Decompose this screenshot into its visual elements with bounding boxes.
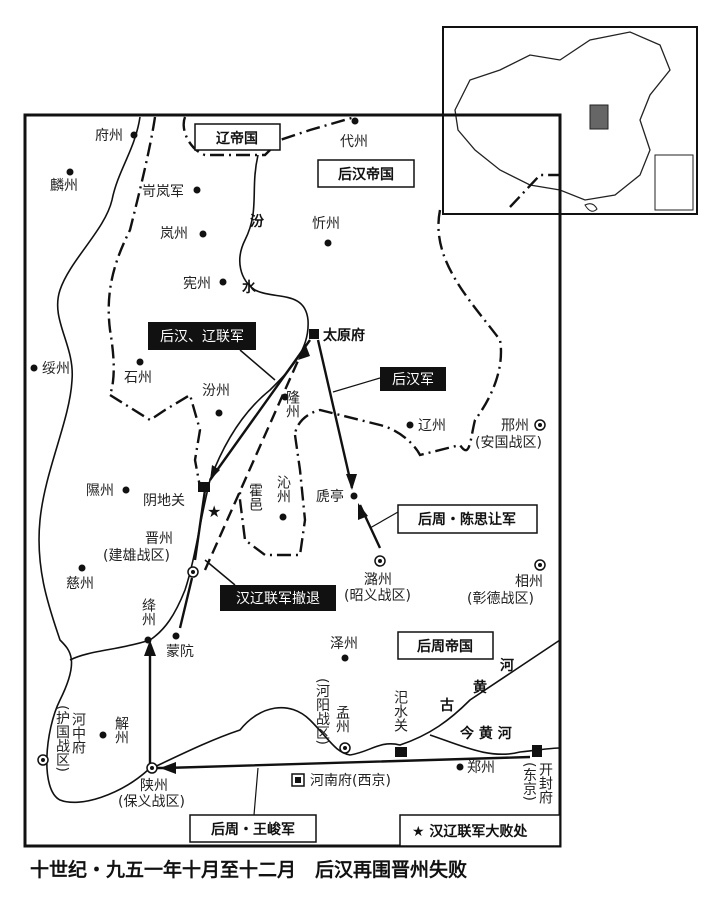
place-mengzhou-sub: (河阳战区) — [314, 678, 330, 745]
place-cizhou: 慈州 — [66, 576, 94, 592]
place-siting: 虒亭 — [316, 488, 344, 505]
place-jinzhou: 晋州 — [145, 531, 173, 547]
place-xiangzhou: 相州 — [515, 574, 543, 590]
place-kelanjun: 岢岚军 — [142, 184, 184, 200]
place-shanzhou-sub: (保义战区) — [118, 794, 185, 810]
region-liao: 辽帝国 — [216, 130, 258, 147]
army-han-liao-label: 后汉、辽联军 — [160, 329, 244, 345]
place-jinzhou-sub: (建雄战区) — [103, 548, 170, 564]
place-xingzhou-sub: (安国战区) — [475, 435, 542, 451]
river-label-shui: 水 — [242, 279, 257, 296]
place-hezhongfu: 河中府 — [70, 712, 86, 755]
place-fenzhou: 汾州 — [202, 383, 230, 399]
place-markers: ★ — [30, 117, 546, 787]
place-henanfu: 河南府(西京) — [310, 773, 391, 789]
place-lanzhou: 岚州 — [160, 226, 188, 242]
place-xinzhou: 忻州 — [312, 216, 340, 232]
place-xiangzhou-sub: (彰德战区) — [467, 590, 534, 607]
place-shizhou: 石州 — [124, 370, 152, 386]
map-frame — [23, 113, 562, 848]
river-label-fen: 汾 — [250, 213, 264, 230]
highlight-region — [589, 104, 609, 130]
place-liaozhou: 辽州 — [418, 418, 446, 434]
place-huoyi: 霍邑 — [247, 483, 263, 511]
place-daizhou: 代州 — [340, 134, 368, 150]
place-qinzhou: 沁州 — [275, 475, 291, 503]
defeat-star-icon: ★ — [207, 502, 221, 521]
region-later-han: 后汉帝国 — [338, 166, 394, 183]
place-kaifeng: 开封府 — [537, 762, 553, 805]
place-fuzhou: 府州 — [95, 128, 123, 144]
place-kaifeng-sub: (东京) — [521, 762, 537, 801]
route-han-liao — [209, 339, 311, 481]
rivers — [38, 116, 561, 804]
place-sishuiguan: 汜水关 — [392, 690, 408, 732]
place-hezhongfu-sub: (护国战区) — [54, 705, 70, 772]
river-label-huang: 黄 — [473, 679, 487, 696]
river-label-new-yellow: 今 黄 河 — [459, 725, 512, 742]
place-shanzhou: 陕州 — [140, 778, 168, 794]
army-routes — [144, 339, 531, 774]
place-zezhou: 泽州 — [330, 636, 358, 652]
route-retreat — [203, 344, 307, 571]
place-jiangzhou: 绛州 — [140, 598, 156, 626]
place-mengkeng: 蒙阬 — [166, 644, 194, 660]
place-luzhou-sub: (昭义战区) — [344, 588, 411, 604]
army-han-label: 后汉军 — [392, 372, 434, 388]
legend-defeat-site: ★ 汉辽联军大败处 — [412, 823, 528, 840]
place-taiyuan: 太原府 — [323, 327, 365, 344]
route-han — [316, 339, 354, 489]
place-linzhou: 麟州 — [50, 178, 78, 194]
place-suizhou: 绥州 — [42, 361, 70, 377]
region-later-zhou: 后周帝国 — [417, 638, 473, 655]
place-xingzhou: 邢州 — [501, 418, 529, 434]
army-chen-sirang-label: 后周・陈思让军 — [418, 511, 516, 528]
river-label-he: 河 — [500, 657, 514, 674]
place-xianzhou: 宪州 — [183, 275, 211, 292]
inset-china-map — [442, 26, 698, 215]
map-caption: 十世纪・九五一年十月至十二月 后汉再围晋州失败 — [30, 858, 467, 881]
army-wang-jun-label: 后周・王峻军 — [211, 821, 295, 838]
place-xiezhou: 解州 — [113, 716, 129, 744]
army-retreat-label: 汉辽联军撤退 — [236, 591, 320, 607]
place-xizhou: 隰州 — [86, 483, 114, 499]
place-luzhou: 潞州 — [364, 572, 392, 588]
place-longzhou: 隆州 — [284, 390, 300, 418]
river-label-gu: 古 — [440, 697, 454, 714]
place-zhengzhou: 郑州 — [467, 760, 495, 776]
place-mengzhou: 孟州 — [334, 705, 350, 733]
place-yindiguan: 阴地关 — [143, 493, 185, 509]
